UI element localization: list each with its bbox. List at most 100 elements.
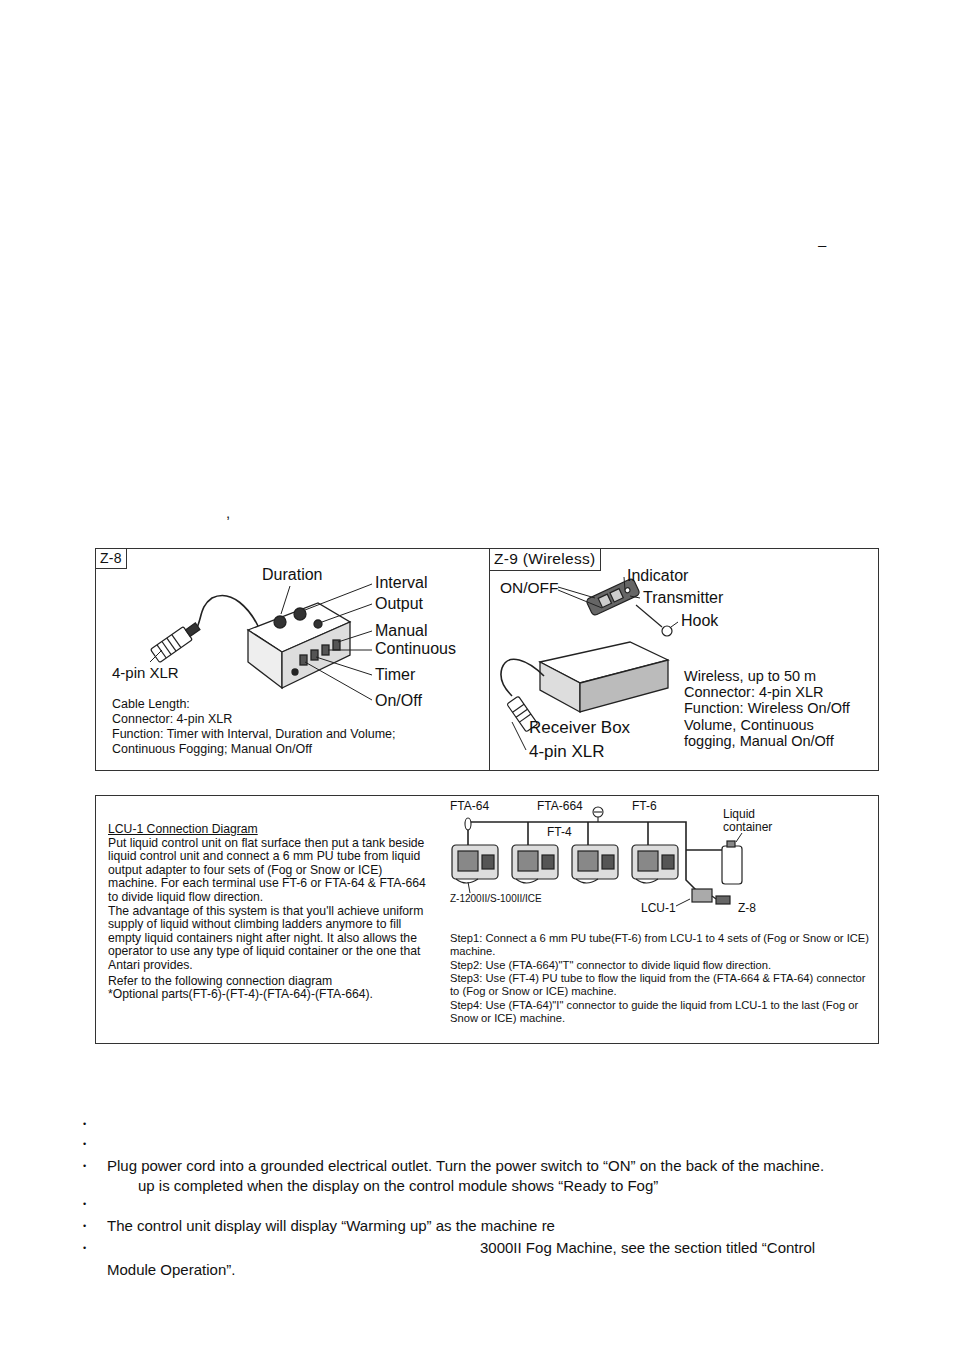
fog-machines-part-part (638, 851, 658, 871)
part-label: Duration (262, 566, 322, 584)
body-text: 3000II Fog Machine, see the section titl… (480, 1239, 815, 1256)
part-label: FTA-664 (537, 800, 583, 814)
part-label: Timer (375, 666, 415, 684)
z9-transmitter-part (610, 589, 623, 602)
body-text: The control unit display will display “W… (107, 1217, 555, 1234)
z9-receiver-box-part (580, 660, 668, 712)
liquid-container (722, 841, 742, 884)
fog-machines-part-part (542, 855, 554, 869)
stray-mark: – (818, 236, 826, 253)
part-label: 4-pin XLR (529, 742, 605, 762)
lcu-leaders-part (468, 882, 470, 893)
fta-64-connector (465, 818, 471, 830)
part-label: Interval (375, 574, 427, 592)
z8-xlr-plug-part (186, 623, 200, 636)
z8-leaders-part (150, 650, 162, 662)
fog-machines-part (572, 845, 618, 883)
model-label: Z-1200II/S-100II/ICE (450, 893, 542, 905)
fog-machines-part-part (482, 855, 494, 869)
fta-664-valve-part (594, 811, 602, 812)
bullet: • (83, 1199, 86, 1209)
lcu-leaders-part (736, 833, 742, 842)
fog-machines (452, 845, 678, 883)
z8-controller-part (314, 620, 322, 628)
fog-machines-part-part (516, 879, 538, 883)
panel-text-column: LCU-1 Connection DiagramPut liquid contr… (108, 823, 432, 1002)
lcu-tubing-part (686, 849, 722, 851)
body-text: The advantage of this system is that you… (108, 905, 432, 973)
part-label: 4-pin XLR (112, 664, 179, 681)
z8-leaders (150, 584, 372, 700)
z8-controller-part (282, 622, 350, 688)
lcu-unit-part (716, 896, 730, 904)
z8-xlr-plug-part (150, 627, 192, 663)
bullet: • (83, 1139, 86, 1149)
z8-controller (248, 603, 350, 688)
panel-heading: Z-9 (Wireless) (490, 549, 601, 571)
spec-note: Cable Length: (112, 697, 190, 711)
lcu-tubing-part (647, 822, 649, 845)
z9-hook (636, 605, 672, 636)
body-text: up is completed when the display on the … (138, 1177, 658, 1194)
part-label: FT-4 (547, 826, 572, 840)
fog-machines-part-part (632, 845, 678, 879)
part-label: FT-6 (632, 800, 657, 814)
z9-leaders-part (624, 577, 625, 590)
lcu-tubing (468, 822, 722, 893)
part-label: Continuous (375, 640, 456, 658)
z8-controller-part (311, 650, 318, 660)
fta-64-connector-part (465, 818, 471, 830)
part-label: Hook (681, 612, 718, 630)
fog-machines-part-part (458, 851, 478, 871)
fog-machines-part-part (456, 879, 478, 883)
fog-machines-part-part (452, 845, 498, 879)
z9-leaders-part (558, 590, 602, 608)
fog-machines-part (452, 845, 498, 883)
z8-leaders-part (338, 631, 372, 642)
fta-664-valve-part (593, 807, 603, 817)
fog-machines-part-part (578, 851, 598, 871)
z8-leaders-part (328, 650, 372, 651)
bullet: • (83, 1243, 86, 1253)
lcu-leaders-part (676, 899, 690, 906)
z9-xlr-plug-part (516, 709, 527, 717)
body-text: Put liquid control unit on flat surface … (108, 837, 432, 905)
part-label: Transmitter (643, 589, 723, 607)
z8-controller-part (294, 608, 306, 620)
step-note: Step3: Use (FT-4) PU tube to flow the li… (450, 972, 870, 998)
fog-machines-part-part (636, 879, 658, 883)
z8-cable-part (196, 595, 258, 630)
stray-mark: , (226, 504, 230, 521)
body-text: Plug power cord into a grounded electric… (107, 1157, 824, 1174)
part-label: LCU-1 (641, 902, 676, 916)
z8-controller-part (322, 645, 329, 655)
z8-leaders-part (316, 657, 372, 675)
lcu-tubing-part (587, 822, 589, 845)
z8-leaders-part (322, 604, 372, 622)
part-label: Indicator (627, 567, 688, 585)
fog-machines-part-part (576, 879, 598, 883)
lcu-tubing-part (527, 822, 529, 845)
step-note: Step4: Use (FTA-64)"I" connector to guid… (450, 999, 870, 1025)
part-label: Liquid container (723, 808, 783, 834)
z9-leaders-part (630, 596, 640, 598)
step-note: Step1: Connect a 6 mm PU tube(FT-6) from… (450, 932, 870, 958)
z9-receiver-box-part (540, 662, 580, 712)
z9-cable-part (501, 659, 544, 696)
part-label: FTA-64 (450, 800, 489, 814)
z9-hook-part (636, 605, 662, 627)
z8-controller-part (274, 616, 286, 628)
z9-leaders-part (671, 622, 678, 627)
z9-cable (501, 659, 544, 696)
body-text: Refer to the following connection diagra… (108, 975, 432, 989)
z8-xlr-plug-part (172, 635, 181, 648)
z8-xlr-plug-part (157, 645, 166, 658)
z8-leaders-part (281, 586, 290, 614)
z8-controller-part (292, 669, 298, 675)
fta-664-valve (593, 807, 603, 822)
fog-machines-part-part (602, 855, 614, 869)
body-text: Module Operation”. (107, 1261, 235, 1278)
fog-machines-part (512, 845, 558, 883)
fog-machines-part-part (518, 851, 538, 871)
part-label: Receiver Box (529, 718, 630, 738)
